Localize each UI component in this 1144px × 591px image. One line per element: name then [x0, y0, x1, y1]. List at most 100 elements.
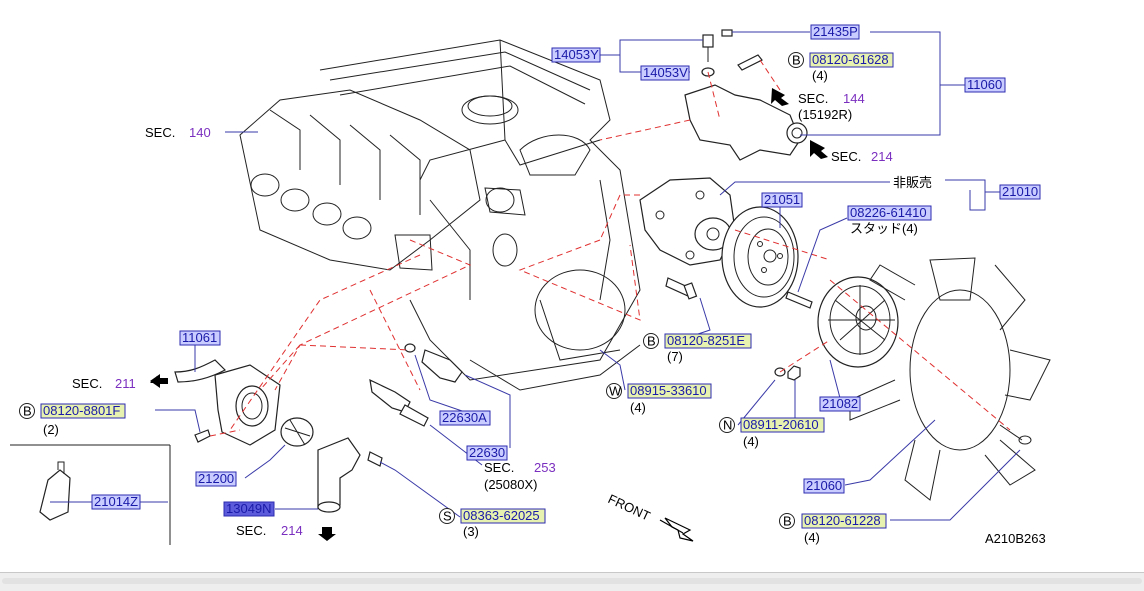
part-box-08911-20610[interactable] — [740, 417, 825, 433]
part-08226-61410[interactable]: 08226-61410 — [850, 205, 927, 220]
part-13049N[interactable]: 13049N — [226, 501, 272, 516]
engine-block-illustration — [319, 39, 641, 391]
part-14053Y[interactable]: 14053Y — [554, 47, 599, 62]
part-box-21060[interactable] — [803, 478, 845, 494]
part-box-21014Z[interactable] — [91, 494, 141, 510]
part-box-11060[interactable] — [964, 77, 1006, 93]
part-box-21200[interactable] — [195, 471, 237, 487]
front-arrow-icon — [664, 517, 694, 542]
marker-W-circle — [606, 383, 622, 399]
part-21014Z[interactable]: 21014Z — [94, 494, 138, 509]
part-21435P[interactable]: 21435P — [813, 24, 858, 39]
qty-08120-61628: (4) — [812, 68, 828, 83]
part-08911-20610[interactable]: 08911-20610 — [743, 417, 819, 432]
part-box-08120-8251E[interactable] — [664, 333, 752, 349]
part-box-21435P[interactable] — [810, 24, 860, 40]
part-08120-61228[interactable]: 08120-61228 — [804, 513, 881, 528]
fan-clutch-illustration — [817, 276, 899, 368]
ref-15192R: (15192R) — [798, 107, 852, 122]
part-box-08120-61628[interactable] — [809, 52, 894, 68]
sec-label-211: SEC. — [72, 376, 102, 391]
sec-211[interactable]: 211 — [115, 376, 136, 391]
part-box-13049N-selected[interactable] — [223, 501, 275, 517]
thermostat-inset-illustration — [39, 461, 71, 521]
marker-B-2: B — [647, 334, 656, 349]
part-14053V[interactable]: 14053V — [643, 65, 688, 80]
marker-S: S — [443, 509, 452, 524]
scrollbar-track[interactable] — [2, 578, 1142, 584]
washer-nut-illustration — [774, 365, 801, 381]
ref-25080X: (25080X) — [484, 477, 537, 492]
part-11060[interactable]: 11060 — [967, 77, 1002, 92]
part-box-08120-61228[interactable] — [801, 513, 887, 529]
stud-illustration — [785, 291, 813, 309]
part-box-08915-33610[interactable] — [627, 383, 712, 399]
qty-08120-61228: (4) — [804, 530, 820, 545]
sec-label-214-top: SEC. — [831, 149, 861, 164]
part-08915-33610[interactable]: 08915-33610 — [630, 383, 707, 398]
part-21082[interactable]: 21082 — [822, 396, 858, 411]
not-sold-note: 非販売 — [893, 175, 932, 190]
part-box-21082[interactable] — [819, 396, 861, 412]
marker-B-circle — [788, 52, 804, 68]
inset-divider — [10, 444, 171, 545]
part-22630A[interactable]: 22630A — [442, 410, 487, 425]
qty-08911-20610: (4) — [743, 434, 759, 449]
part-21051[interactable]: 21051 — [764, 192, 800, 207]
thermostat-housing-lower-illustration — [174, 359, 383, 513]
part-box-21010[interactable] — [999, 184, 1041, 200]
marker-B-circle-3 — [19, 403, 35, 419]
part-08120-8251E[interactable]: 08120-8251E — [667, 333, 745, 348]
water-pump-illustration — [639, 177, 736, 300]
part-box-14053V[interactable] — [640, 65, 690, 81]
sec-253[interactable]: 253 — [534, 460, 556, 475]
sec-140[interactable]: 140 — [189, 125, 211, 140]
part-box-11061[interactable] — [179, 330, 221, 346]
part-11061[interactable]: 11061 — [182, 330, 217, 345]
arrow-sec211-head-icon — [150, 374, 168, 388]
part-21200[interactable]: 21200 — [198, 471, 234, 486]
marker-S-circle — [439, 508, 455, 524]
parts-diagram: 21435P 14053Y 14053V B 08120-61628 (4) 1… — [10, 24, 1051, 546]
qty-08120-8251E: (7) — [667, 349, 683, 364]
qty-08915-33610: (4) — [630, 400, 646, 415]
part-box-14053Y[interactable] — [551, 47, 601, 63]
part-08120-61628[interactable]: 08120-61628 — [812, 52, 889, 67]
part-21010[interactable]: 21010 — [1002, 184, 1038, 199]
part-box-22630[interactable] — [466, 445, 508, 461]
sec-214-bottom[interactable]: 214 — [281, 523, 303, 538]
thermostat-housing-top-illustration — [684, 29, 808, 161]
marker-B-circle-4 — [779, 513, 795, 529]
assembly-dashed-lines — [209, 59, 1011, 437]
arrow-sec214-top-icon — [810, 140, 828, 159]
part-21060[interactable]: 21060 — [806, 478, 842, 493]
marker-B: B — [792, 53, 801, 68]
marker-B-3: B — [23, 404, 32, 419]
part-22630[interactable]: 22630 — [469, 445, 505, 460]
part-box-08120-8801F[interactable] — [40, 403, 126, 419]
part-08120-8801F[interactable]: 08120-8801F — [43, 403, 120, 418]
marker-N-circle — [719, 417, 735, 433]
arrow-sec214-bottom-icon — [318, 527, 336, 541]
horizontal-scrollbar[interactable] — [0, 572, 1144, 591]
cooling-fan-illustration — [849, 257, 1051, 501]
pulley-illustration — [721, 206, 799, 308]
temperature-sensor-illustration — [369, 343, 463, 427]
figure-code: A210B263 — [985, 531, 1046, 546]
marker-B-4: B — [783, 514, 792, 529]
sec-label-144: SEC. — [798, 91, 828, 106]
marker-N: N — [723, 418, 732, 433]
part-box-21051[interactable] — [761, 192, 803, 208]
qty-08363-62025: (3) — [463, 524, 479, 539]
qty-08120-8801F: (2) — [43, 422, 59, 437]
part-08363-62025[interactable]: 08363-62025 — [463, 508, 540, 523]
sec-144[interactable]: 144 — [843, 91, 865, 106]
arrow-sec144-icon — [771, 88, 789, 106]
marker-B-circle-2 — [643, 333, 659, 349]
part-box-08363-62025[interactable] — [460, 508, 546, 524]
sec-214-top[interactable]: 214 — [871, 149, 893, 164]
part-box-22630A[interactable] — [439, 410, 491, 426]
stud-note: スタッド(4) — [850, 221, 918, 236]
part-box-08226-61410[interactable] — [847, 205, 932, 221]
front-label: FRONT — [606, 491, 653, 524]
